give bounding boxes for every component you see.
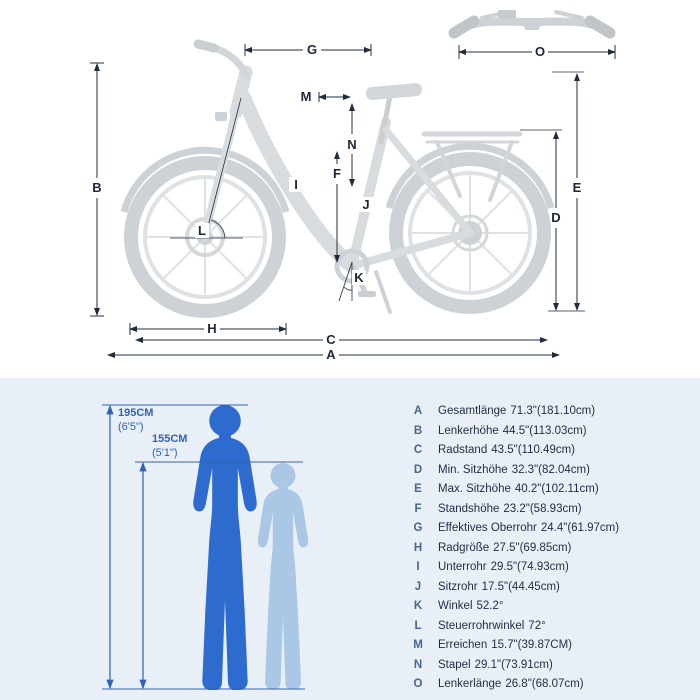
rear-fender — [385, 142, 555, 209]
dim-label-f: F — [333, 166, 341, 181]
legend-name: Max. Sitzhöhe — [438, 483, 511, 496]
dim-label-j: J — [362, 197, 369, 212]
legend-value: 72° — [528, 619, 546, 632]
legend-letter: L — [414, 619, 422, 632]
legend-value: 27.5"(69.85cm) — [493, 541, 572, 554]
legend-name: Standshöhe — [438, 502, 500, 515]
dim-label-b: B — [92, 180, 101, 195]
headlight — [215, 112, 227, 121]
legend-name: Unterrohr — [438, 561, 487, 574]
tall-height-ft: (6'5") — [118, 421, 144, 433]
dim-label-g: G — [307, 42, 317, 57]
legend-letter: K — [413, 600, 423, 613]
legend-value: 44.5"(113.03cm) — [502, 424, 587, 437]
dim-label-o: O — [535, 44, 545, 59]
legend-name: Effektives Oberrohr — [438, 522, 537, 535]
short-height-cm: 155CM — [152, 433, 188, 445]
legend-name: Gesamtlänge — [438, 405, 507, 417]
dim-label-a: A — [326, 347, 336, 362]
legend-value: 29.1"(73.91cm) — [474, 658, 553, 671]
legend-name: Radstand — [438, 444, 488, 457]
dim-label-i: I — [294, 177, 298, 192]
legend-value: 24.4"(61.97cm) — [540, 522, 620, 535]
saddle — [366, 83, 422, 101]
legend-value: 32.3"(82.04cm) — [511, 463, 590, 476]
dim-label-h: H — [207, 321, 216, 336]
legend-letter: D — [413, 463, 423, 476]
legend-value: 17.5"(44.45cm) — [481, 580, 560, 593]
dimension-labels: G M N F I J K L B E D H C A O — [92, 42, 581, 362]
legend-letter: H — [413, 541, 423, 554]
legend-letter: F — [414, 502, 422, 515]
dim-label-l: L — [198, 223, 206, 238]
legend-letter: G — [413, 522, 423, 535]
legend-value: 40.2"(102.11cm) — [514, 483, 599, 496]
geometry-svg: G M N F I J K L B E D H C A O — [90, 10, 616, 362]
dim-label-k: K — [354, 270, 364, 285]
legend-name: Radgröße — [438, 541, 490, 554]
legend-value: 71.3"(181.10cm) — [510, 405, 596, 417]
legend-value: 26.8"(68.07cm) — [505, 678, 584, 691]
front-fender — [120, 146, 290, 213]
legend-name: Sitzrohr — [438, 580, 478, 593]
legend-letter: B — [413, 424, 423, 437]
tall-rider-height-label: 195CM (6'5") — [118, 406, 153, 434]
dim-label-d: D — [551, 210, 560, 225]
dim-label-m: M — [301, 89, 312, 104]
dim-label-e: E — [573, 180, 582, 195]
legend-name: Erreichen — [438, 639, 488, 652]
handlebar-top-view — [448, 10, 616, 39]
legend-letter: A — [413, 405, 423, 417]
riders-svg — [102, 404, 309, 690]
legend-letter: I — [416, 561, 420, 574]
legend-letter: E — [414, 483, 422, 496]
legend-name: Lenkerhöhe — [438, 424, 499, 437]
legend-value: 29.5"(74.93cm) — [490, 561, 569, 574]
frame — [193, 39, 474, 314]
rider-tall-silhouette — [193, 405, 257, 690]
tall-height-cm: 195CM — [118, 407, 154, 419]
rear-rack — [421, 131, 523, 202]
legend-name: Winkel — [438, 600, 473, 613]
short-rider-height-label: 155CM (5'1") — [152, 432, 187, 460]
legend-name: Steuerrohrwinkel — [438, 619, 525, 632]
bike-geometry-diagram: G M N F I J K L B E D H C A O — [90, 10, 616, 362]
legend-name: Min. Sitzhöhe — [438, 463, 508, 476]
legend-value: 43.5"(110.49cm) — [491, 444, 576, 457]
dim-label-n: N — [347, 137, 356, 152]
rider-short-silhouette — [257, 463, 309, 689]
legend-letter: N — [413, 658, 423, 671]
short-height-ft: (5'1") — [152, 447, 178, 459]
legend-value: 23.2"(58.93cm) — [503, 502, 582, 515]
legend-name: Stapel — [438, 658, 471, 671]
legend-letter: O — [413, 678, 423, 691]
legend-letter: M — [413, 639, 423, 652]
legend-value: 15.7"(39.87CM) — [491, 639, 573, 652]
dim-label-c: C — [326, 332, 336, 347]
legend-value: 52.2° — [476, 600, 504, 613]
height-dimension-lines — [102, 404, 305, 690]
legend-letter: J — [414, 580, 422, 593]
legend-letter: C — [413, 444, 423, 457]
legend-name: Lenkerlänge — [438, 678, 502, 691]
